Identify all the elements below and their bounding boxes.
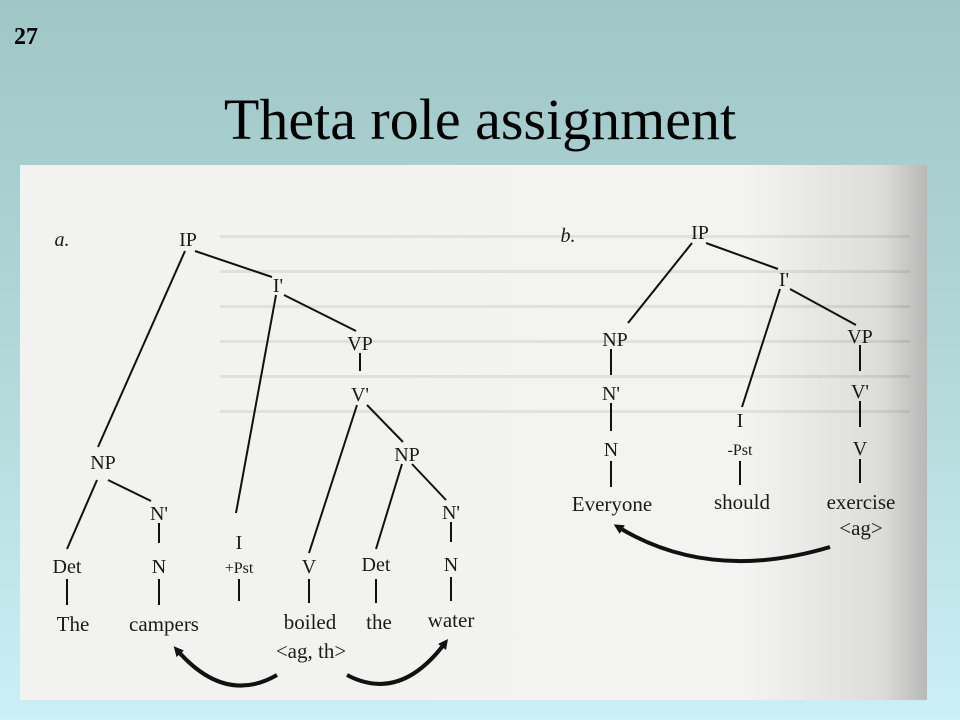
tree-a-labels: a. IP I' VP V' NP NP N' N' Det N I +Pst …: [53, 229, 475, 663]
tree-a-word-campers: campers: [129, 612, 199, 636]
arrow-to-everyone: [613, 524, 831, 564]
tree-a-infl: +Pst: [225, 560, 254, 577]
tree-b-vbar: V': [851, 381, 869, 403]
tree-b-np: NP: [602, 329, 628, 351]
tree-a-nbar-subject: N': [150, 503, 168, 525]
tree-b-theta-grid: <ag>: [839, 516, 883, 540]
tree-a-label: a.: [55, 229, 70, 251]
tree-a-word-the-2: the: [366, 610, 392, 634]
slide-title: Theta role assignment: [223, 87, 737, 152]
arrow-to-water: [346, 639, 449, 686]
tree-b-word-everyone: Everyone: [572, 492, 652, 516]
tree-b-labels: b. IP I' NP N' N I -Pst VP V' V Everyone…: [561, 222, 896, 540]
arrow-to-campers: [173, 646, 278, 688]
tree-a-ip: IP: [179, 229, 197, 251]
tree-b-vp: VP: [847, 326, 873, 348]
tree-b-ibar: I': [779, 269, 789, 291]
tree-b-v: V: [853, 438, 868, 460]
tree-a-word-the: The: [57, 612, 90, 636]
tree-a-det-subject: Det: [53, 556, 82, 578]
syntax-tree-figure: a. IP I' VP V' NP NP N' N' Det N I +Pst …: [20, 165, 927, 700]
tree-b-label: b.: [561, 225, 576, 247]
tree-a-det-object: Det: [362, 554, 391, 576]
tree-a-word-water: water: [428, 608, 475, 632]
tree-a-theta-grid: <ag, th>: [276, 639, 346, 663]
tree-b-nbar: N': [602, 383, 620, 405]
tree-a-n-object: N: [444, 554, 458, 576]
tree-b-i: I: [737, 410, 744, 432]
tree-a-branches: [66, 250, 452, 605]
tree-b-word-exercise: exercise: [827, 490, 896, 514]
tree-a-arrows: [173, 639, 449, 688]
tree-a-n-subject: N: [152, 556, 166, 578]
tree-b-word-should: should: [714, 490, 771, 514]
tree-b-ip: IP: [691, 222, 709, 244]
tree-a-vbar: V': [351, 384, 369, 406]
tree-a-i: I: [236, 532, 243, 554]
tree-a-word-boiled: boiled: [284, 610, 337, 634]
tree-b-arrows: [613, 524, 831, 564]
bleed-through-text: [220, 209, 910, 413]
tree-b-n: N: [604, 439, 618, 461]
slide-number: 27: [14, 24, 38, 50]
tree-a-np-object: NP: [394, 444, 420, 466]
tree-a-np-subject: NP: [90, 452, 116, 474]
tree-a-v: V: [302, 556, 317, 578]
tree-b-infl: -Pst: [728, 442, 753, 459]
tree-a-vp: VP: [347, 333, 373, 355]
tree-a-ibar: I': [273, 275, 283, 297]
tree-a-nbar-object: N': [442, 502, 460, 524]
tree-b-branches: [610, 242, 861, 487]
tree-diagrams: a. IP I' VP V' NP NP N' N' Det N I +Pst …: [53, 222, 896, 688]
